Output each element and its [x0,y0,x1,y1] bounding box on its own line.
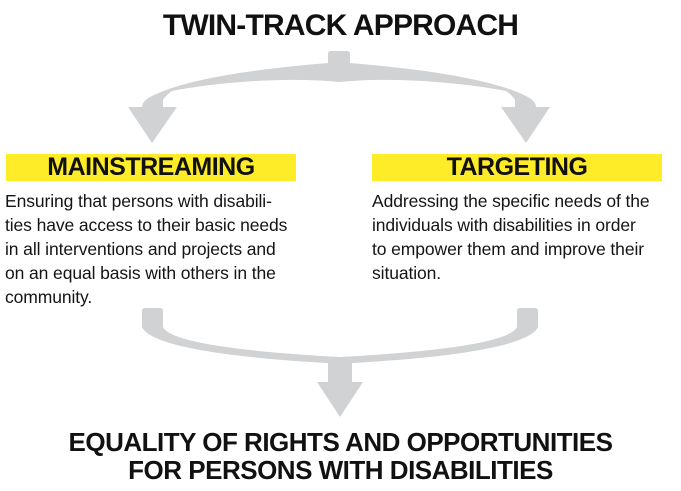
diagram-title: TWIN-TRACK APPROACH [162,9,519,42]
targeting-heading: TARGETING [372,153,662,181]
outcome-heading: EQUALITY OF RIGHTS AND OPPORTUNITIES FOR… [68,427,613,485]
mainstreaming-description: Ensuring that persons with disabili- tie… [5,191,288,307]
targeting-description: Addressing the specific needs of the ind… [372,191,650,283]
mainstreaming-heading: MAINSTREAMING [6,153,296,181]
merge-arrow-down-icon [142,308,538,417]
split-double-arrow-down-icon [128,51,550,143]
